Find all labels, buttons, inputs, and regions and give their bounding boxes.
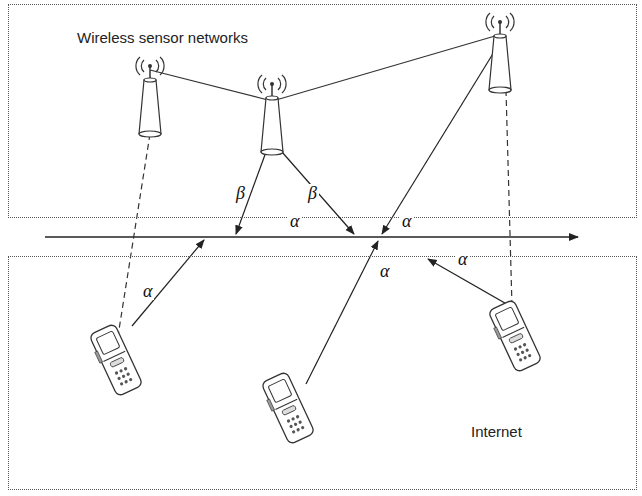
network-region: Internet [8,256,637,490]
region-label: Wireless sensor networks [77,29,248,46]
region-label: Internet [471,423,522,440]
link-symbol: β [306,184,319,202]
link-symbol: α [456,250,469,268]
link-symbol: β [234,184,247,202]
link-symbol: α [288,212,301,230]
link-symbol: α [400,212,413,230]
link-symbol: α [378,262,391,280]
network-region: Wireless sensor networks [8,4,637,218]
link-symbol: α [141,282,154,300]
